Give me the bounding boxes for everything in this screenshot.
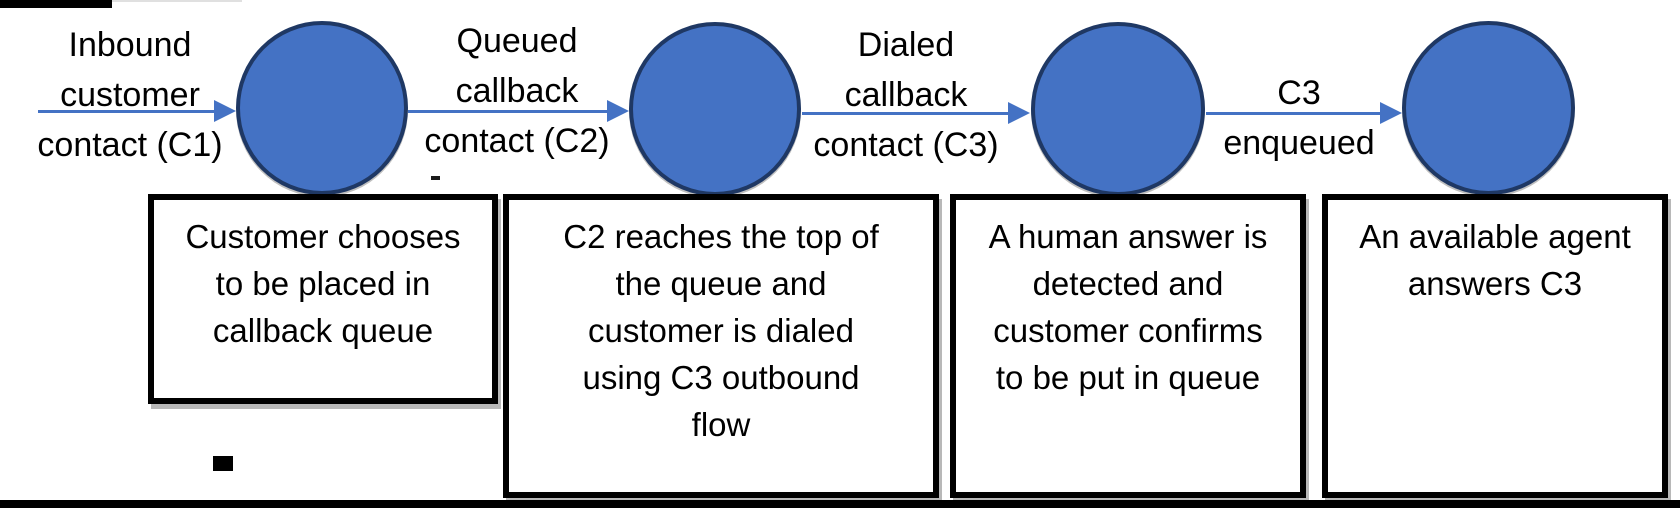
state-node-1 <box>236 21 408 195</box>
stray-square-mark <box>213 456 233 471</box>
arrow-line-3 <box>802 112 1010 115</box>
description-box-1: Customer chooses to be placed in callbac… <box>148 194 498 404</box>
description-box-4: An available agent answers C3 <box>1322 194 1668 498</box>
state-node-2 <box>629 22 801 196</box>
state-node-4 <box>1402 21 1575 195</box>
arrow-head-icon-1 <box>214 100 236 122</box>
arrow-label-3: Dialed callback contact (C3) <box>813 26 999 164</box>
arrow-label-4: C3 enqueued <box>1223 74 1375 162</box>
arrow-label-1: Inbound customer contact (C1) <box>37 26 223 164</box>
arrow-line-2 <box>408 110 608 113</box>
arrow-line-1 <box>38 110 218 113</box>
top-faint-line <box>0 0 242 2</box>
stray-dash-mark <box>431 176 440 180</box>
description-box-3: A human answer is detected and customer … <box>950 194 1306 498</box>
arrow-label-2: Queued callback contact (C2) <box>424 22 610 160</box>
top-left-bar <box>0 0 112 8</box>
description-box-2: C2 reaches the top of the queue and cust… <box>503 194 939 498</box>
arrow-line-4 <box>1206 112 1382 115</box>
state-node-3 <box>1031 22 1205 196</box>
bottom-rule <box>0 500 1680 508</box>
arrow-head-icon-3 <box>1008 102 1030 124</box>
arrow-head-icon-2 <box>607 100 629 122</box>
arrow-head-icon-4 <box>1380 102 1402 124</box>
